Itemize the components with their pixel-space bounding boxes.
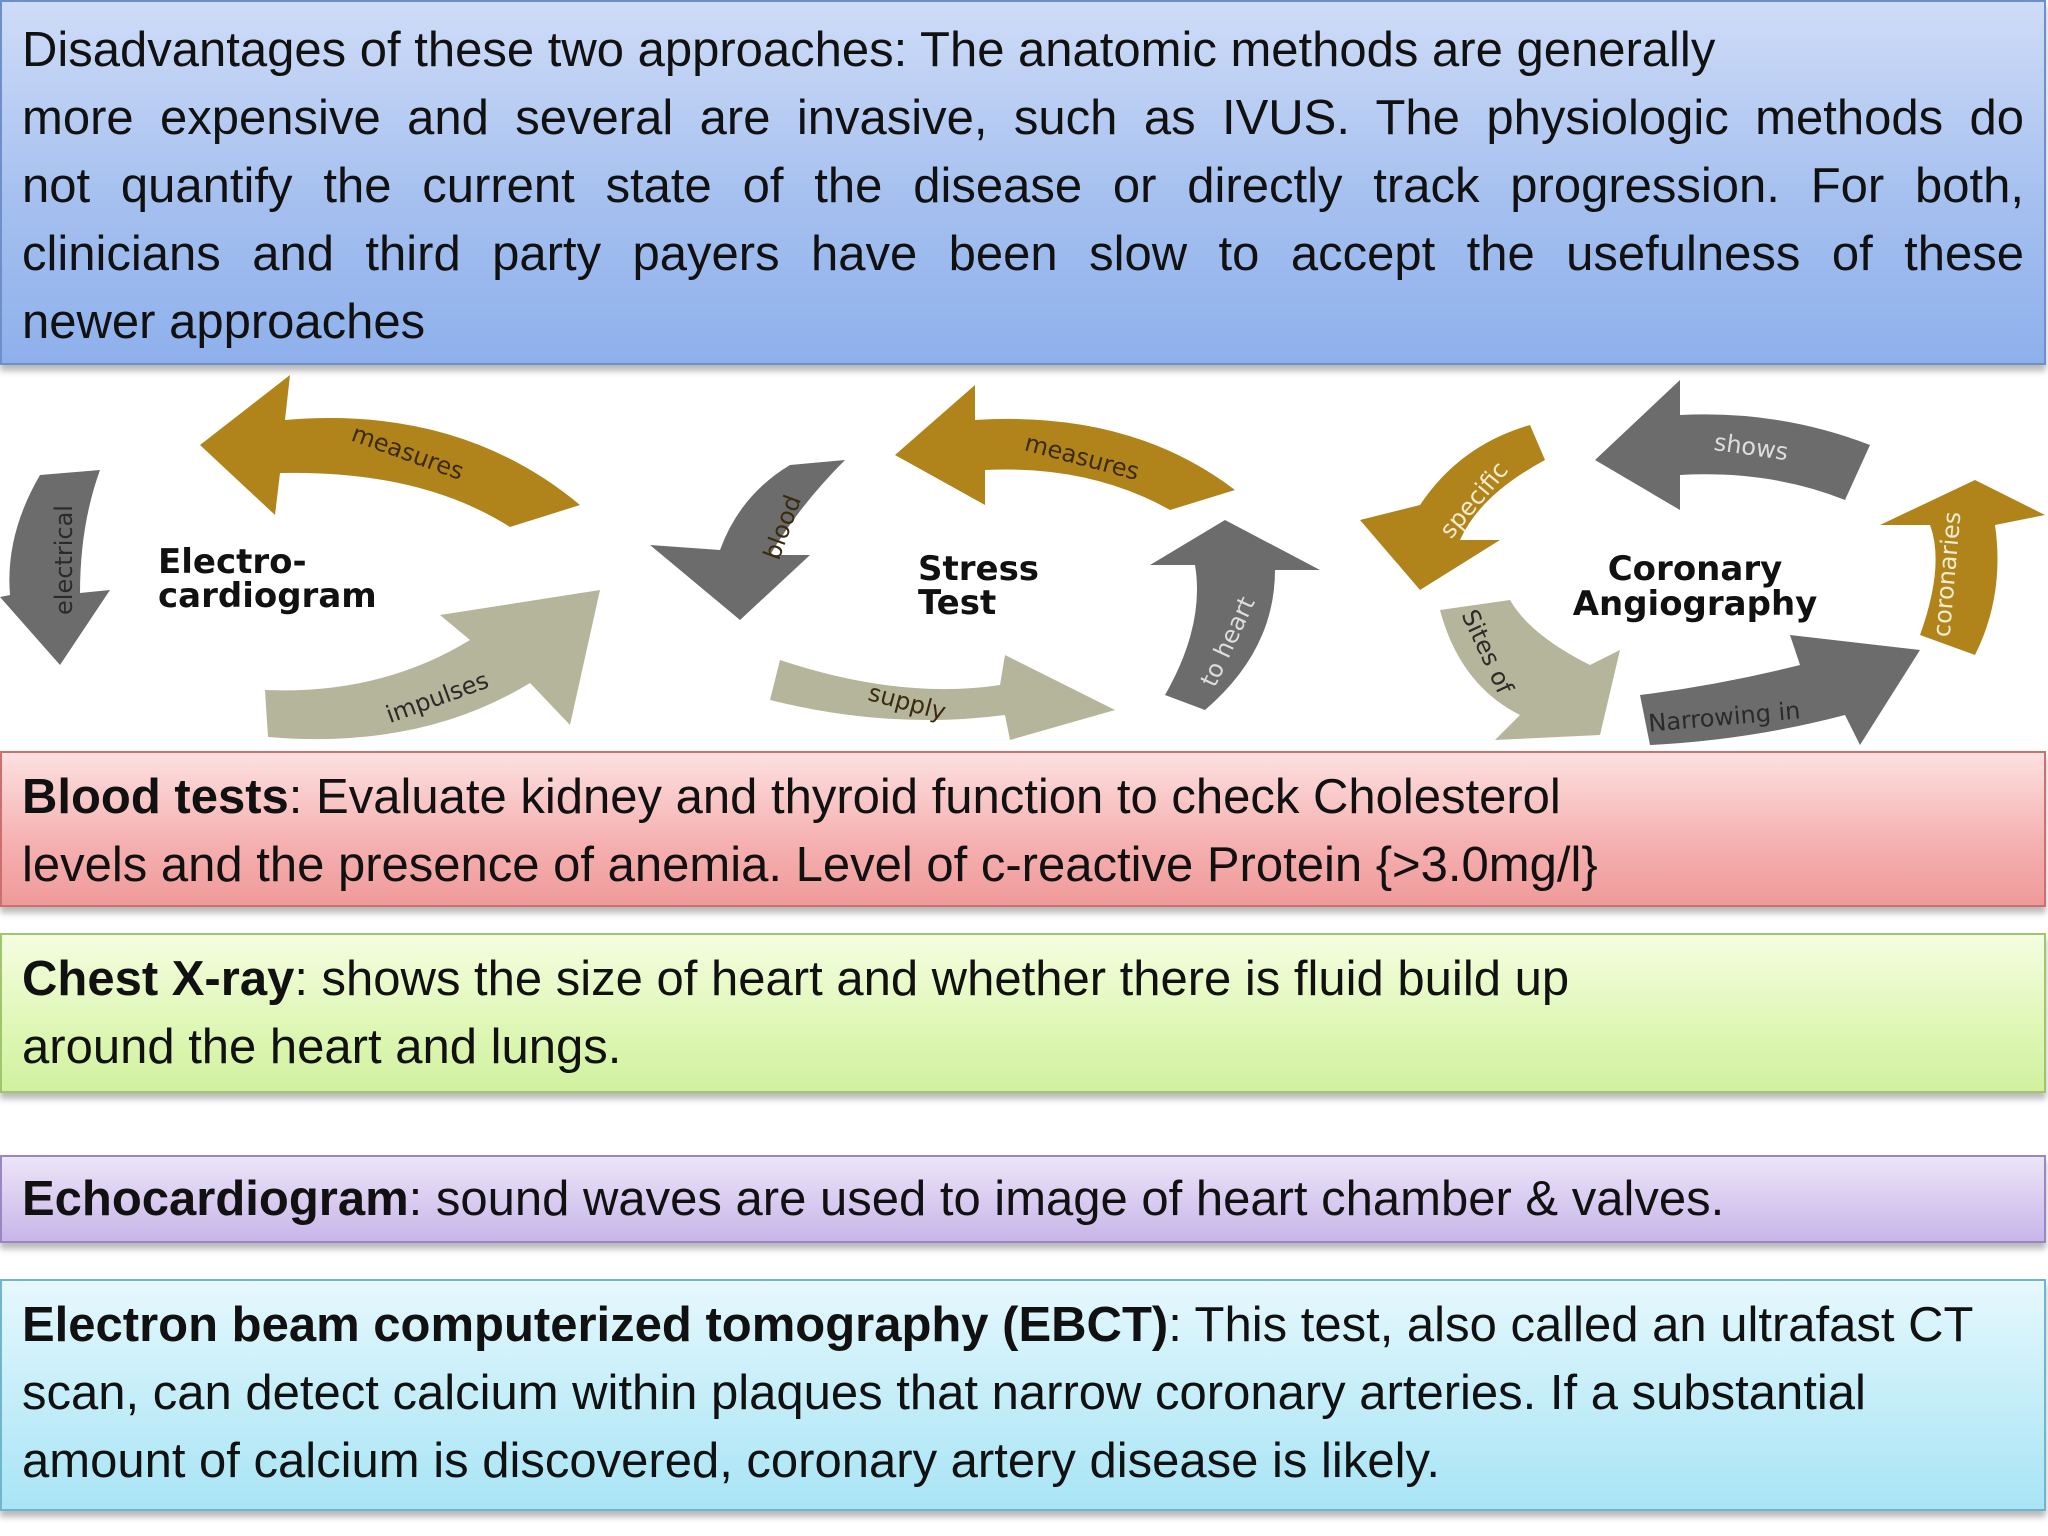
ebct-heading: Electron beam computerized tomography (E… <box>22 1298 1169 1352</box>
disadvantages-box: Disadvantages of these two approaches: T… <box>0 0 2046 365</box>
stress-title-line2: Test <box>918 583 996 623</box>
blood-tests-heading: Blood tests <box>22 770 289 824</box>
ebct-text-1: : This test, also called an ultrafast CT <box>1168 1298 1974 1352</box>
ecg-title-line1: Electro- <box>158 542 307 582</box>
echocardiogram-heading: Echocardiogram <box>22 1172 409 1226</box>
angio-sites-arrow <box>1440 600 1620 740</box>
echocardiogram-text: : sound waves are used to image of heart… <box>408 1172 1725 1226</box>
stress-cycle: measures blood supply to heart Stress Te… <box>650 385 1320 740</box>
cycle-diagram: measures electrical impulses Electro- ca… <box>0 375 2045 745</box>
ecg-cycle: measures electrical impulses Electro- ca… <box>0 375 600 740</box>
stress-toheart-arrow <box>1150 520 1320 710</box>
disadvantages-line-1: Disadvantages of these two approaches: T… <box>22 23 1716 77</box>
blood-tests-box: Blood tests: Evaluate kidney and thyroid… <box>0 751 2046 907</box>
chest-xray-text-1: : shows the size of heart and whether th… <box>294 952 1570 1006</box>
angio-title-line1: Coronary <box>1608 549 1783 589</box>
chest-xray-box: Chest X-ray: shows the size of heart and… <box>0 933 2046 1093</box>
blood-tests-text-1: : Evaluate kidney and thyroid function t… <box>288 770 1561 824</box>
blood-tests-text-2: levels and the presence of anemia. Level… <box>22 838 1598 892</box>
ecg-impulses-arrow <box>265 590 600 740</box>
ecg-measures-arrow <box>200 375 580 527</box>
disadvantages-line-2: more expensive and several are invasive,… <box>22 91 2024 145</box>
chest-xray-heading: Chest X-ray <box>22 952 295 1006</box>
stress-title-line1: Stress <box>918 549 1039 589</box>
chest-xray-text-2: around the heart and lungs. <box>22 1020 622 1074</box>
angio-shows-arrow <box>1595 380 1870 510</box>
ecg-electrical-label: electrical <box>50 505 78 615</box>
angio-coronaries-arrow <box>1880 480 2045 655</box>
ecg-electrical-arrow <box>0 470 110 665</box>
disadvantages-line-5: newer approaches <box>22 295 426 349</box>
angio-narrowing-arrow <box>1640 635 1920 745</box>
ebct-text-2: scan, can detect calcium within plaques … <box>22 1366 1866 1420</box>
ecg-title-line2: cardiogram <box>158 576 377 616</box>
disadvantages-line-3: not quantify the current state of the di… <box>22 159 2024 213</box>
ebct-box: Electron beam computerized tomography (E… <box>0 1279 2046 1511</box>
stress-blood-arrow <box>650 460 845 620</box>
angio-cycle: shows specific Sites of Narrowing in cor… <box>1360 380 2045 745</box>
disadvantages-line-4: clinicians and third party payers have b… <box>22 227 2024 281</box>
angio-specific-arrow <box>1360 425 1545 590</box>
stress-measures-arrow <box>895 385 1235 510</box>
echocardiogram-box: Echocardiogram: sound waves are used to … <box>0 1155 2046 1243</box>
stress-supply-arrow <box>770 655 1115 740</box>
angio-title-line2: Angiography <box>1573 584 1818 624</box>
ebct-text-3: amount of calcium is discovered, coronar… <box>22 1434 1440 1488</box>
